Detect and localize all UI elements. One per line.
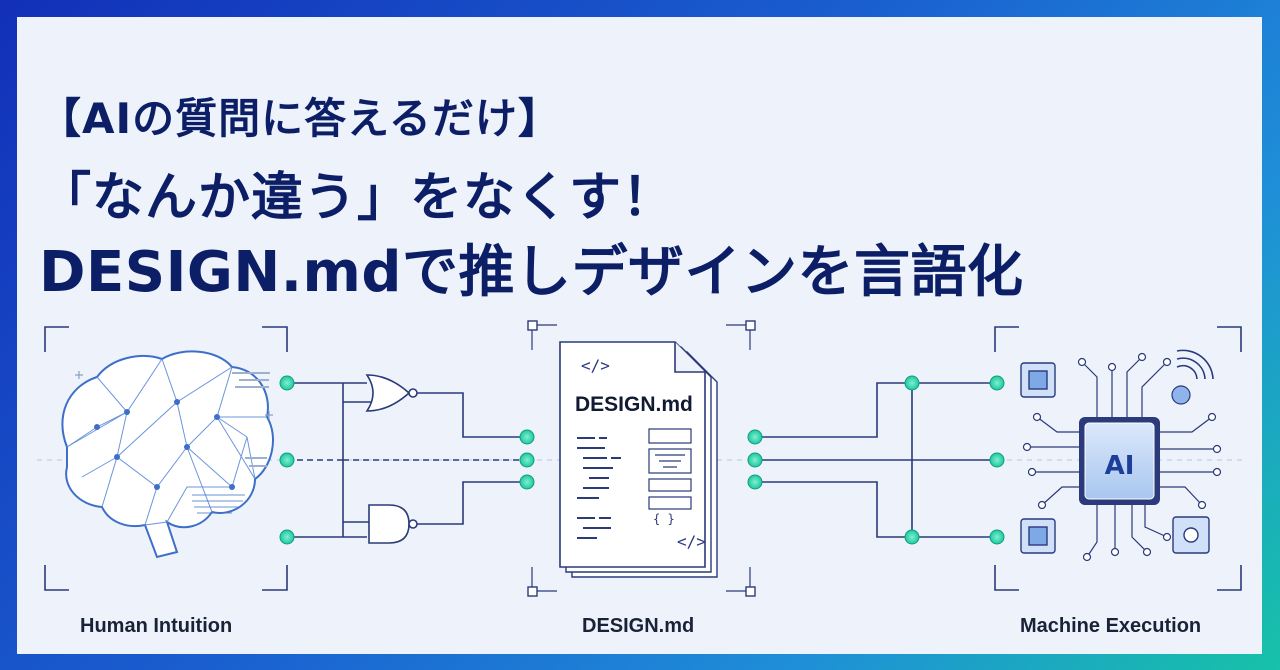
- logic-circuit: [287, 374, 527, 544]
- caption-design-md: DESIGN.md: [582, 615, 695, 637]
- brain-icon: [44, 326, 288, 591]
- title-line-1: 【AIの質問に答えるだけ】: [39, 94, 561, 143]
- design-md-document-icon: </> DESIGN.md { } </>: [527, 320, 756, 597]
- right-circuit: [755, 382, 997, 538]
- document-braces: { }: [653, 512, 675, 526]
- document-label: DESIGN.md: [575, 393, 693, 416]
- chip-label: AI: [1105, 451, 1135, 481]
- caption-machine-execution: Machine Execution: [1020, 615, 1202, 637]
- document-tag-top: </>: [581, 356, 610, 375]
- ai-chip-icon: AI: [994, 326, 1242, 591]
- right-nodes: [747, 375, 1005, 545]
- flow-diagram: </> DESIGN.md { } </>: [37, 320, 1242, 597]
- document-tag-bottom: </>: [677, 532, 706, 551]
- content-card: 【AIの質問に答えるだけ】 「なんか違う」をなくす！ DESIGN.mdで推しデ…: [17, 17, 1262, 654]
- title-line-3: DESIGN.mdで推しデザインを言語化: [39, 240, 1024, 305]
- left-nodes: [279, 375, 535, 545]
- title-line-2: 「なんか違う」をなくす！: [39, 168, 676, 228]
- caption-human-intuition: Human Intuition: [80, 615, 233, 637]
